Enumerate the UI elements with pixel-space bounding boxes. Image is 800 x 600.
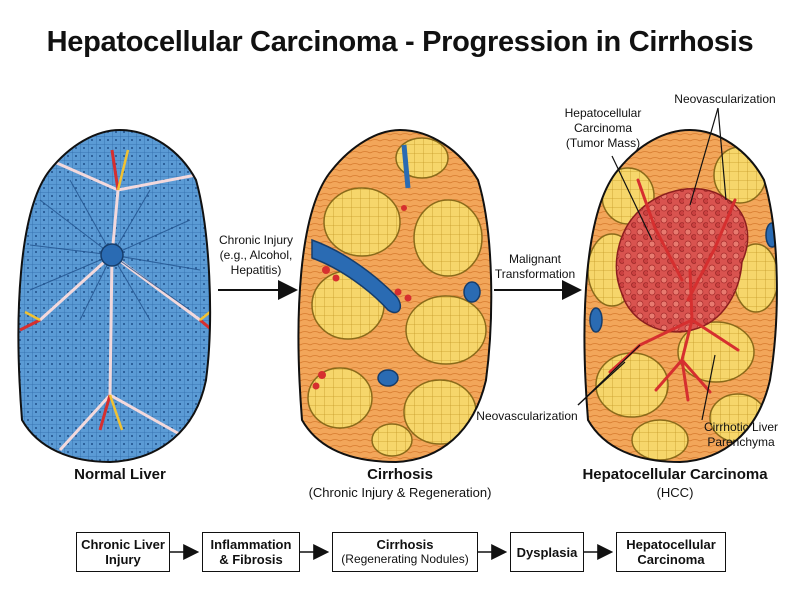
flow-step-2-line-1: Inflammation xyxy=(210,537,292,552)
page-title: Hepatocellular Carcinoma - Progression i… xyxy=(46,26,754,58)
annotation-tumor-line-2: Carcinoma xyxy=(573,121,633,135)
transition-1-line-2: (e.g., Alcohol, xyxy=(219,248,293,262)
flow-step-3-line-1: Cirrhosis xyxy=(376,537,434,552)
flow-step-cirrhosis: Cirrhosis (Regenerating Nodules) xyxy=(332,532,478,572)
stage-label-cirrhosis: Cirrhosis (Chronic Injury & Regeneration… xyxy=(290,466,510,500)
flow-step-dysplasia: Dysplasia xyxy=(510,532,584,572)
flow-step-5-line-1: Hepatocellular xyxy=(626,537,716,552)
stage-name-hcc: Hepatocellular Carcinoma xyxy=(582,466,768,483)
stage-subtitle-hcc: (HCC) xyxy=(656,485,694,500)
flow-step-1-line-2: Injury xyxy=(105,552,141,567)
flow-step-inflammation-fibrosis: Inflammation & Fibrosis xyxy=(202,532,300,572)
stage-name-cirrhosis: Cirrhosis xyxy=(367,466,433,483)
stage-label-normal-liver: Normal Liver xyxy=(40,466,200,483)
stage-subtitle-cirrhosis: (Chronic Injury & Regeneration) xyxy=(308,485,492,500)
flow-step-5-line-2: Carcinoma xyxy=(637,552,705,567)
annotation-tumor-line-1: Hepatocellular xyxy=(564,106,642,120)
transition-2-line-1: Malignant xyxy=(508,252,562,266)
flow-step-chronic-liver-injury: Chronic Liver Injury xyxy=(76,532,170,572)
flow-step-3-subtitle: (Regenerating Nodules) xyxy=(341,552,469,566)
flow-step-1-line-1: Chronic Liver xyxy=(81,537,165,552)
annotation-pointers xyxy=(577,107,727,421)
annotation-neovascularization-bottom: Neovascularization xyxy=(476,409,578,423)
annotation-tumor-mass: Hepatocellular Carcinoma (Tumor Mass) xyxy=(548,106,658,151)
annotation-neovascularization-top: Neovascularization xyxy=(674,92,776,106)
flow-step-hcc: Hepatocellular Carcinoma xyxy=(616,532,726,572)
normal-liver-illustration xyxy=(17,128,212,464)
transition-1-line-3: Hepatitis) xyxy=(230,263,282,277)
annotation-cirrhotic-parenchyma: Cirrhotic Liver Parenchyma xyxy=(686,420,796,450)
annotation-parenchyma-line-2: Parenchyma xyxy=(707,435,775,449)
flow-step-2-line-2: & Fibrosis xyxy=(219,552,283,567)
transition-label-2: Malignant Transformation xyxy=(482,252,588,282)
transition-2-line-2: Transformation xyxy=(494,267,576,281)
cirrhosis-liver-illustration xyxy=(297,128,493,464)
transition-1-line-1: Chronic Injury xyxy=(218,233,294,247)
hcc-liver-illustration xyxy=(583,128,778,464)
annotation-parenchyma-line-1: Cirrhotic Liver xyxy=(703,420,778,434)
stage-label-hcc: Hepatocellular Carcinoma (HCC) xyxy=(570,466,780,500)
annotation-tumor-line-3: (Tumor Mass) xyxy=(565,136,641,150)
transition-label-1: Chronic Injury (e.g., Alcohol, Hepatitis… xyxy=(206,233,306,278)
flow-step-4-line-1: Dysplasia xyxy=(516,544,578,560)
stage-name-normal: Normal Liver xyxy=(74,466,166,483)
